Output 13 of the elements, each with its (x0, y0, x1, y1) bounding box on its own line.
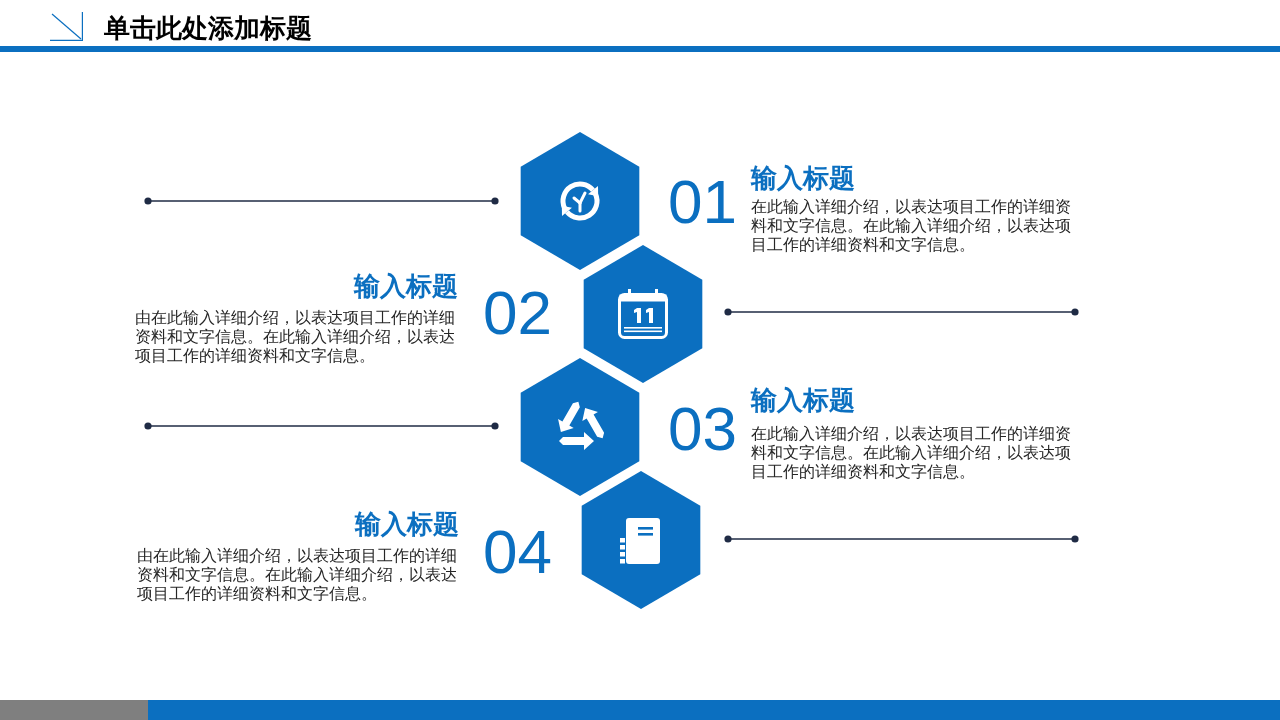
item-number: 02 (483, 282, 552, 344)
item-description: 由在此输入详细介绍，以表达项目工作的详细资料和文字信息。在此输入详细介绍，以表达项目工作的详细资料和文字信息。 (135, 307, 456, 365)
item-number: 01 (668, 171, 737, 233)
item-description: 在此输入详细介绍，以表达项目工作的详细资料和文字信息。在此输入详细介绍，以表达项目工作的详细资料和文字信息。 (751, 423, 1072, 481)
item-description: 在此输入详细介绍，以表达项目工作的详细资料和文字信息。在此输入详细介绍，以表达项目工作的详细资料和文字信息。 (751, 196, 1072, 254)
slide-title: 单击此处添加标题 (104, 12, 312, 44)
item-heading: 输入标题 (354, 271, 458, 301)
item-heading: 输入标题 (751, 163, 855, 193)
item-description: 由在此输入详细介绍，以表达项目工作的详细资料和文字信息。在此输入详细介绍，以表达项目工作的详细资料和文字信息。 (137, 545, 458, 603)
item-number: 04 (483, 521, 552, 583)
item-heading: 输入标题 (751, 385, 855, 415)
item-heading: 输入标题 (355, 509, 459, 539)
item-number: 03 (668, 398, 737, 460)
